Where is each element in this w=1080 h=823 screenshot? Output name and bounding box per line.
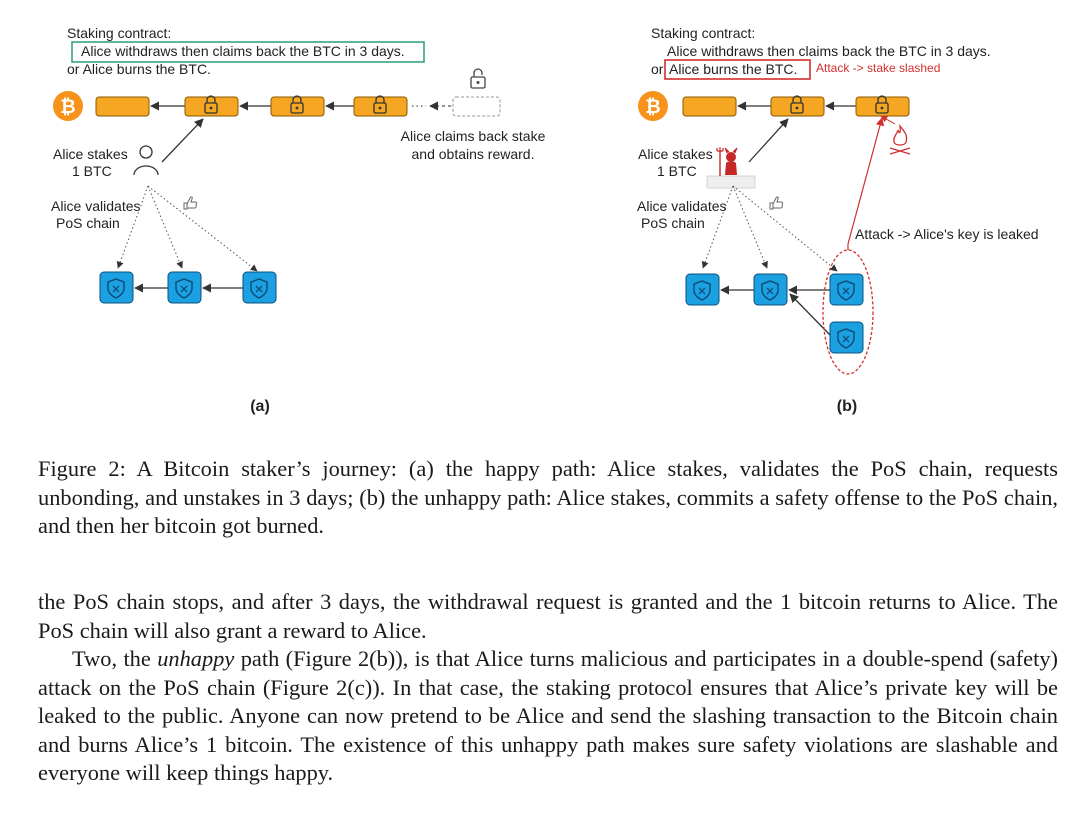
- bitcoin-icon: [638, 91, 668, 121]
- panel-b-attack-slashed: Attack -> stake slashed: [816, 61, 940, 75]
- paragraph-2: Two, the unhappy path (Figure 2(b)), is …: [38, 645, 1058, 788]
- panel-b: Staking contract: Alice withdraws then c…: [637, 25, 1039, 415]
- btc-block-1: [95, 96, 150, 117]
- pos-block-1: [99, 271, 134, 304]
- paragraph-2-start: Two, the: [72, 646, 158, 671]
- panel-a-withdraw-highlight: [71, 41, 425, 63]
- pos-block-fork-b: [829, 321, 864, 354]
- panel-b-validates-line2: PoS chain: [641, 215, 705, 231]
- panel-b-contract-line2: Alice burns the BTC.: [669, 61, 797, 77]
- panel-a-claims-line1: Alice claims back stake: [401, 128, 546, 144]
- paragraph-2-rest: path (Figure 2(b)), is that Alice turns …: [38, 646, 1058, 785]
- panel-a-validates-line2: PoS chain: [56, 215, 120, 231]
- panel-a-label: (a): [250, 398, 270, 415]
- btc-block-2: [184, 96, 239, 117]
- thumbs-up-icon: [769, 196, 784, 210]
- alice-person-icon: [133, 145, 159, 176]
- future-block: [452, 96, 501, 117]
- panel-b-contract-title: Staking contract:: [651, 25, 755, 41]
- pos-block-fork-a: [829, 273, 864, 306]
- bitcoin-icon: [53, 91, 83, 121]
- panel-a-stakes-line1: Alice stakes: [53, 146, 128, 162]
- panel-b-contract-or: or: [651, 61, 664, 77]
- figure-caption: Figure 2: A Bitcoin staker’s journey: (a…: [38, 456, 1058, 538]
- panel-b-attack-leaked: Attack -> Alice's key is leaked: [855, 226, 1039, 242]
- figure-2: Staking contract: Alice withdraws then c…: [51, 25, 1039, 415]
- btc-block-4: [353, 96, 408, 117]
- panel-a-claims-line2: and obtains reward.: [412, 146, 535, 162]
- panel-b-burn-highlight: [664, 59, 811, 80]
- devil-icon: [716, 147, 738, 176]
- panel-a-contract-line1: Alice withdraws then claims back the BTC…: [81, 43, 405, 59]
- double-spend-ellipse: [822, 249, 874, 375]
- btc-block-1: [682, 96, 737, 117]
- fire-icon: [889, 123, 911, 155]
- panel-b-contract-line1: Alice withdraws then claims back the BTC…: [667, 43, 991, 59]
- key-leak-line: [847, 117, 885, 250]
- panel-b-validates-line1: Alice validates: [637, 198, 727, 214]
- panel-a-contract-line2: or Alice burns the BTC.: [67, 61, 211, 77]
- paragraph-1: the PoS chain stops, and after 3 days, t…: [38, 589, 1058, 643]
- bitcoin-icon-glyph: ₿: [645, 97, 660, 118]
- pos-block-2: [753, 273, 788, 306]
- paragraph-2-emphasis: unhappy: [157, 646, 235, 671]
- panel-a: Staking contract: Alice withdraws then c…: [51, 25, 546, 415]
- body-text: the PoS chain stops, and after 3 days, t…: [38, 588, 1058, 788]
- bitcoin-icon-glyph: ₿: [60, 97, 75, 118]
- pos-block-1: [685, 273, 720, 306]
- btc-block-2: [770, 96, 825, 117]
- thumbs-up-icon: [183, 196, 198, 210]
- panel-b-label: (b): [837, 398, 857, 415]
- panel-a-validates-line1: Alice validates: [51, 198, 141, 214]
- pos-block-2: [167, 271, 202, 304]
- btc-block-3: [270, 96, 325, 117]
- panel-b-stakes-line2: 1 BTC: [657, 163, 697, 179]
- panel-a-stakes-line2: 1 BTC: [72, 163, 112, 179]
- panel-a-contract-title: Staking contract:: [67, 25, 171, 41]
- pos-block-3: [242, 271, 277, 304]
- panel-b-stakes-line1: Alice stakes: [638, 146, 713, 162]
- unlock-icon: [470, 68, 486, 89]
- alice-badge: [706, 175, 756, 189]
